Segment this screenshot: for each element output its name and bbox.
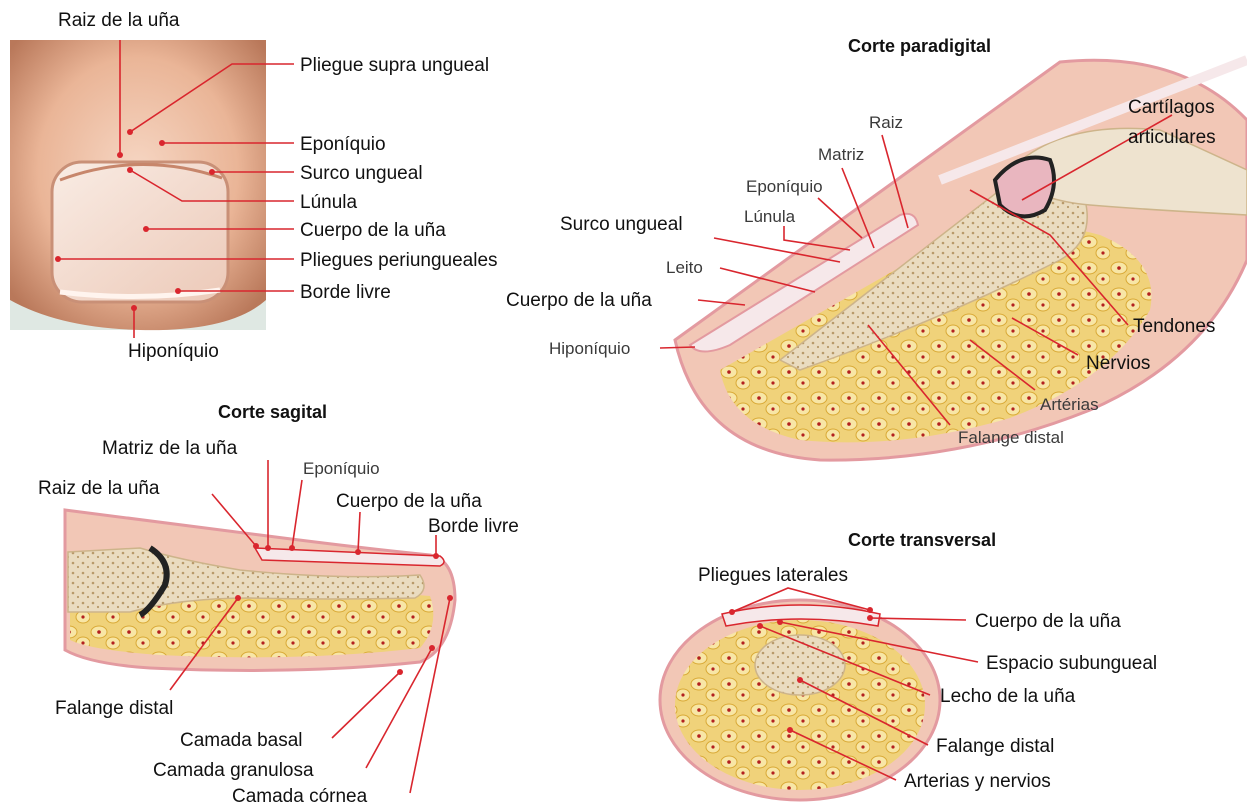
sag-label-camada-basal: Camada basal: [180, 730, 303, 751]
label-surco-ungueal: Surco ungueal: [300, 163, 423, 184]
trans-label-espacio-subungueal: Espacio subungueal: [986, 653, 1157, 674]
label-lunula: Lúnula: [300, 192, 357, 213]
para-label-matriz: Matriz: [818, 145, 864, 164]
sag-label-camada-granulosa: Camada granulosa: [153, 760, 314, 781]
label-pliegues-periungueales: Pliegues periungueales: [300, 250, 498, 271]
para-label-leito: Leito: [666, 258, 703, 277]
sag-label-falange: Falange distal: [55, 698, 173, 719]
para-label-hiponiquio: Hiponíquio: [549, 339, 630, 358]
label-eponiquio: Eponíquio: [300, 134, 386, 155]
para-label-eponiquio: Eponíquio: [746, 177, 823, 196]
sagital-drawing: [65, 510, 455, 670]
para-label-cartilagos: Cartílagos: [1128, 97, 1215, 118]
trans-label-pliegues-laterales: Pliegues laterales: [698, 565, 848, 586]
label-pliegue-supra-ungueal: Pliegue supra ungueal: [300, 55, 489, 76]
trans-label-falange: Falange distal: [936, 736, 1054, 757]
title-corte-transversal: Corte transversal: [848, 530, 996, 550]
title-corte-paradigital: Corte paradigital: [848, 36, 991, 56]
sag-label-matriz: Matriz de la uña: [102, 438, 238, 459]
trans-label-arterias-nervios: Arterias y nervios: [904, 771, 1051, 792]
label-borde-livre: Borde livre: [300, 282, 391, 303]
para-label-falange: Falange distal: [958, 428, 1064, 447]
transversal-drawing: [660, 600, 940, 800]
title-corte-sagital: Corte sagital: [218, 402, 327, 422]
sag-label-eponiquio: Eponíquio: [303, 459, 380, 478]
paradigital-drawing: [675, 60, 1247, 460]
para-label-cuerpo: Cuerpo de la uña: [506, 290, 652, 311]
para-label-lunula: Lúnula: [744, 207, 796, 226]
label-hiponiquio: Hiponíquio: [128, 341, 219, 362]
cross-phalanx: [755, 635, 845, 695]
label-raiz-de-la-una: Raiz de la uña: [58, 10, 180, 31]
nail-photo: [10, 40, 266, 330]
trans-label-cuerpo: Cuerpo de la uña: [975, 611, 1121, 632]
nail-plate: [52, 162, 228, 302]
para-label-arterias: Artérias: [1040, 395, 1099, 414]
para-label-surco-ungueal: Surco ungueal: [560, 214, 683, 235]
para-label-raiz: Raiz: [869, 113, 903, 132]
sag-label-raiz: Raiz de la uña: [38, 478, 160, 499]
label-cuerpo-de-la-una: Cuerpo de la uña: [300, 220, 446, 241]
para-label-tendones: Tendones: [1133, 316, 1215, 337]
para-label-nervios: Nervios: [1086, 353, 1150, 374]
para-label-articulares: articulares: [1128, 127, 1216, 148]
trans-label-lecho: Lecho de la uña: [940, 686, 1076, 707]
sag-label-camada-cornea: Camada córnea: [232, 786, 368, 807]
sag-label-borde: Borde livre: [428, 516, 519, 537]
sag-label-cuerpo: Cuerpo de la uña: [336, 491, 482, 512]
